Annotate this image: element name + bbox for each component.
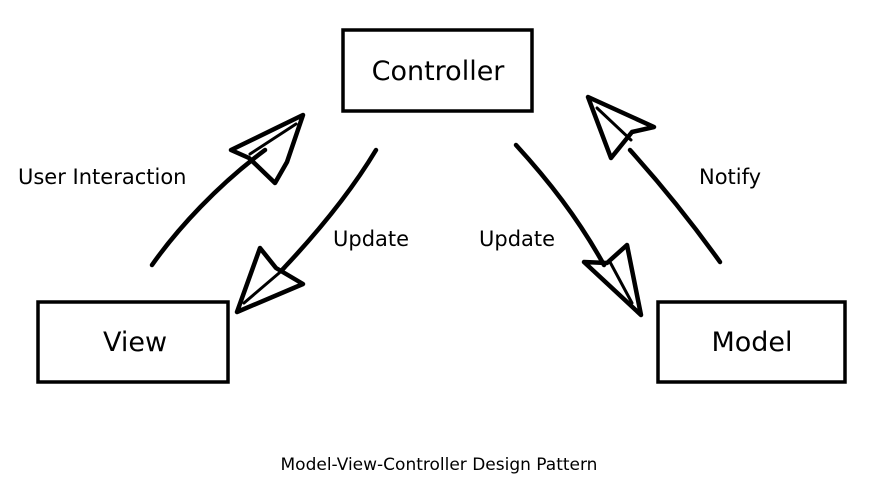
update-view-label: Update (333, 227, 409, 251)
controller-box (341, 28, 534, 113)
user-interaction-arrowhead (228, 112, 306, 186)
model-label: Model (711, 327, 792, 358)
diagram-caption: Model-View-Controller Design Pattern (281, 455, 598, 475)
update-model-arrow (513, 142, 644, 318)
controller-label: Controller (372, 56, 506, 87)
user-interaction-arrow-shaft (149, 147, 268, 268)
model-box (656, 300, 847, 384)
view-box (36, 300, 230, 384)
user-interaction-label: User Interaction (18, 165, 186, 189)
model-node: Model (656, 300, 847, 384)
update-model-arrowhead (581, 242, 644, 318)
user-interaction-arrow (149, 112, 306, 268)
view-label: View (103, 327, 167, 358)
notify-label: Notify (699, 165, 761, 189)
user-interaction-arrowhead-inner (248, 122, 298, 156)
notify-arrow-shaft (627, 147, 723, 265)
controller-node: Controller (341, 28, 534, 113)
update-model-arrow-shaft (513, 142, 607, 268)
view-node: View (36, 300, 230, 384)
update-model-arrowhead-inner (608, 260, 634, 305)
update-model-label: Update (479, 227, 555, 251)
update-view-arrowhead-inner (242, 266, 287, 305)
update-view-arrowhead (234, 245, 306, 315)
notify-arrow (585, 94, 723, 265)
update-view-arrow (234, 147, 379, 315)
update-view-arrow-shaft (279, 147, 379, 273)
notify-arrowhead-inner (595, 106, 633, 142)
notify-arrowhead (585, 94, 657, 161)
